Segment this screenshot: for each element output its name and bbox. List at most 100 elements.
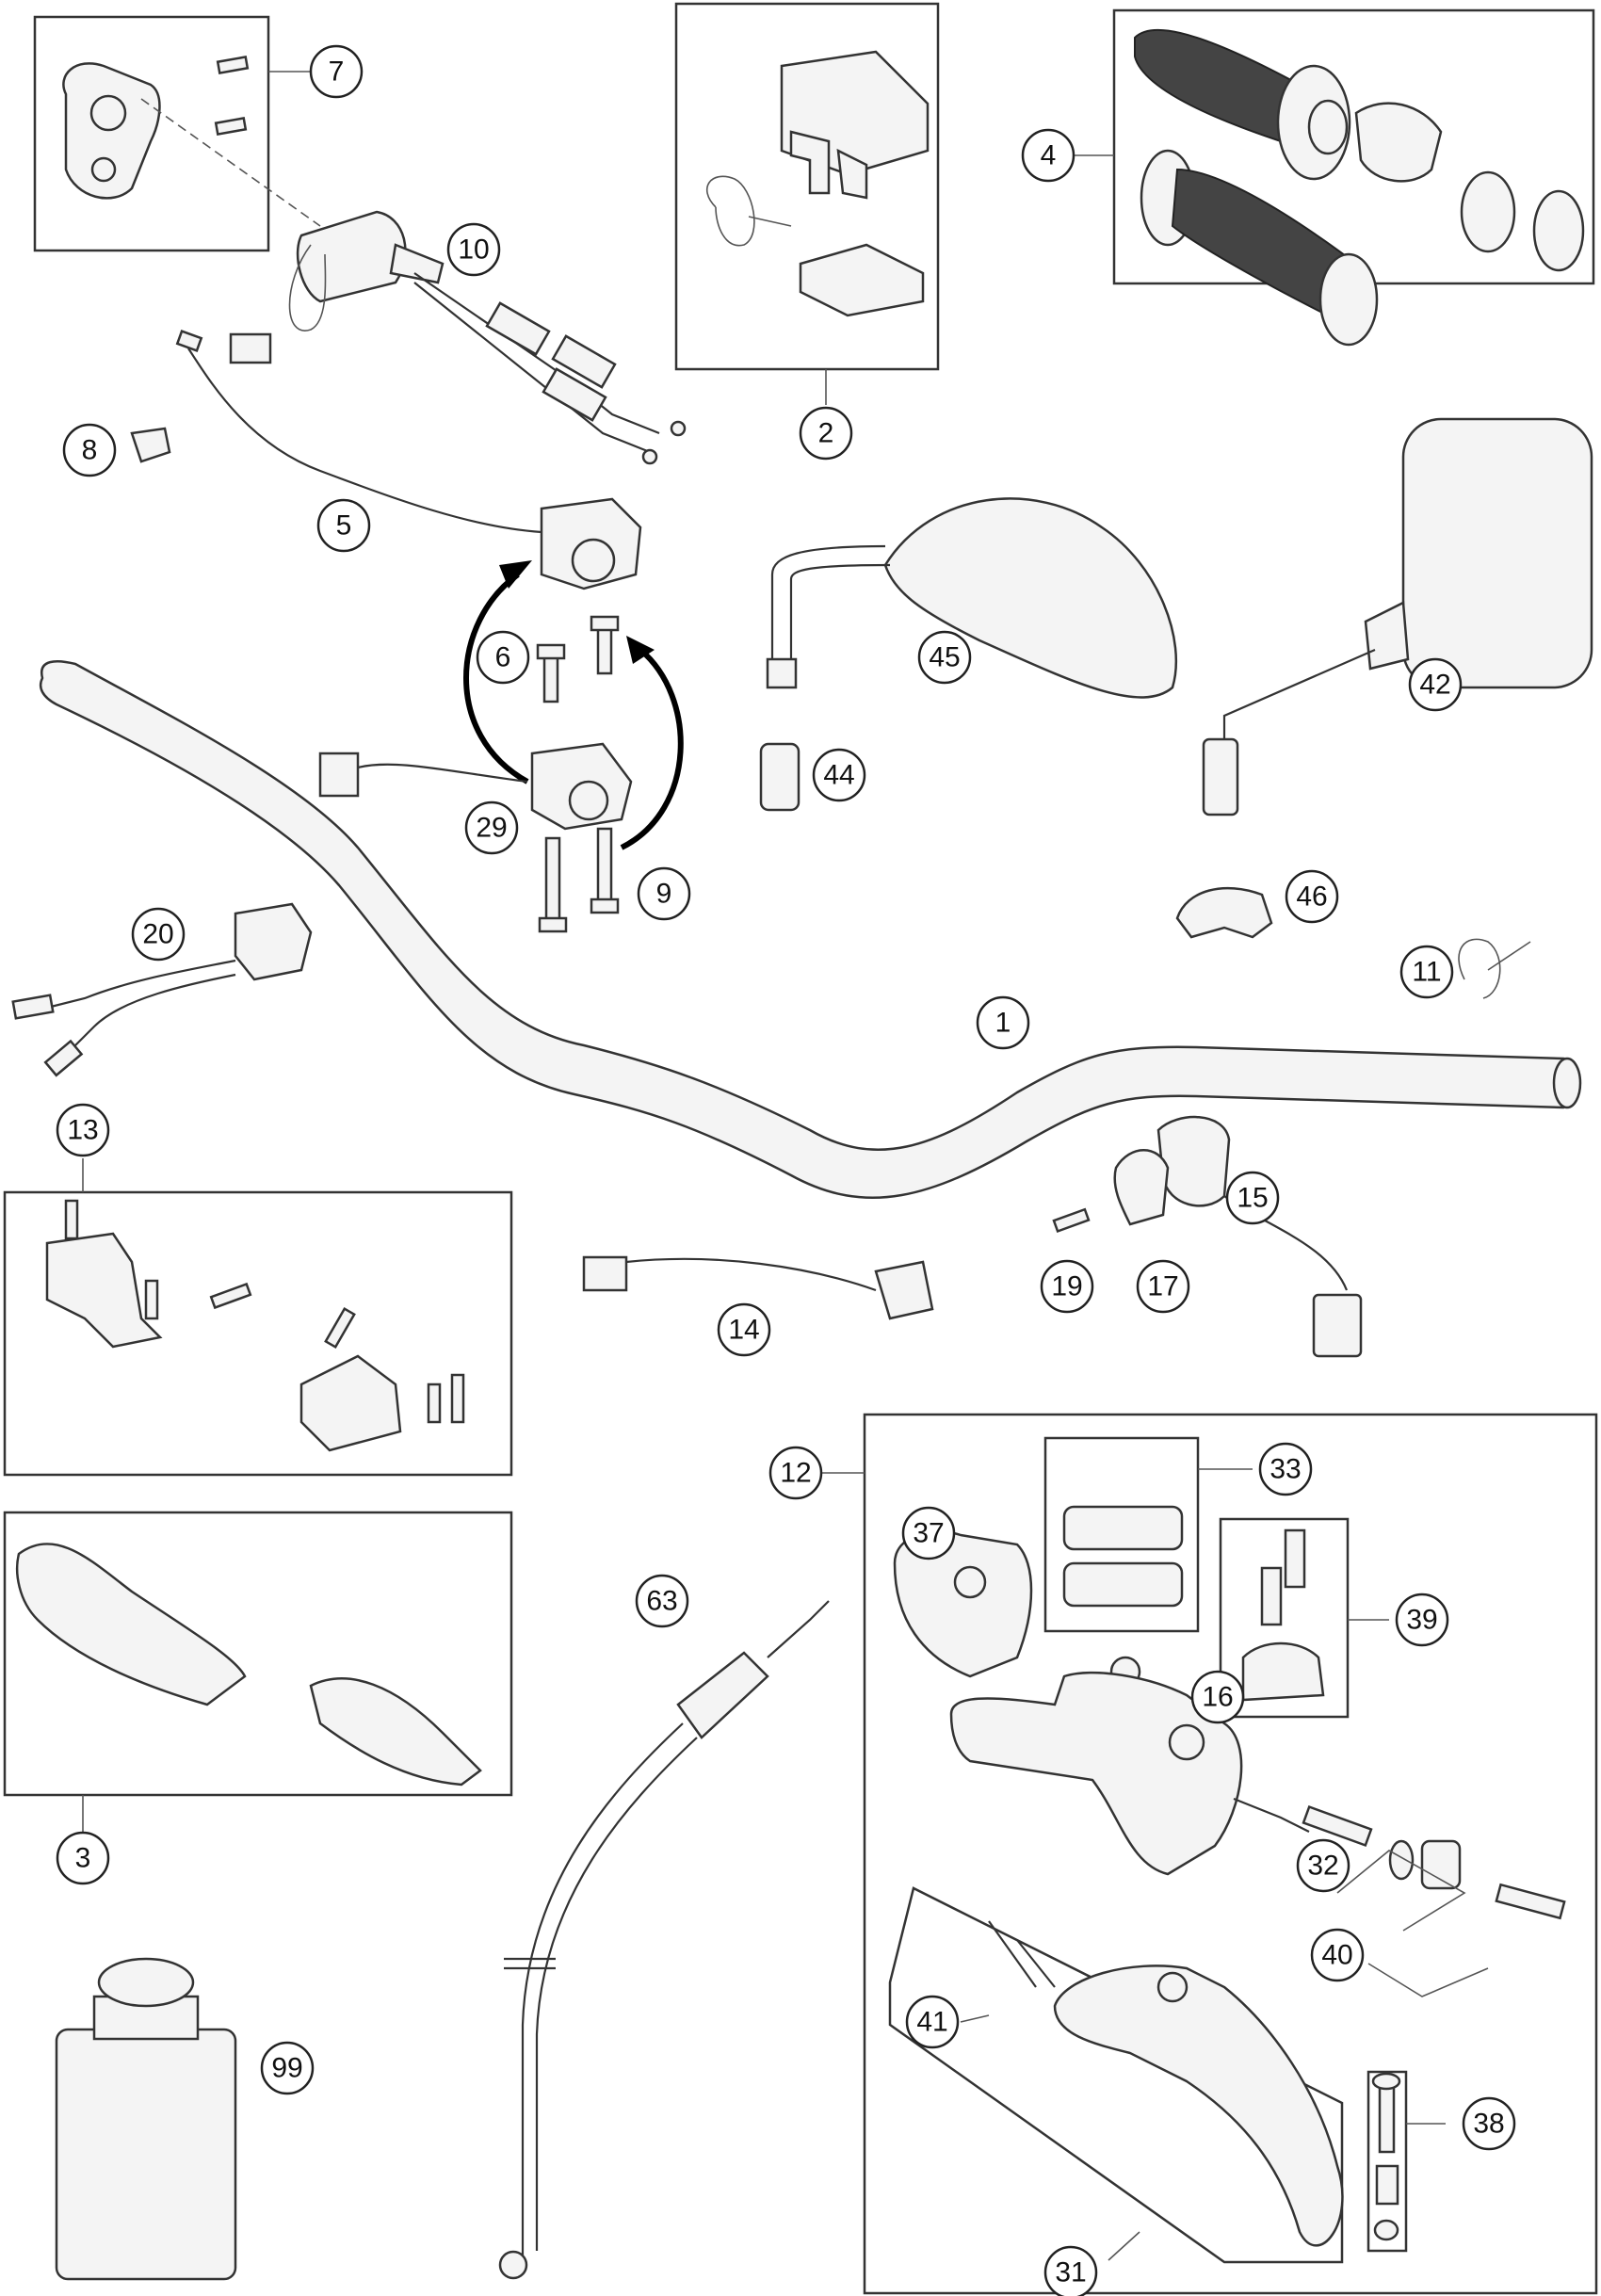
svg-text:4: 4: [1041, 140, 1057, 171]
svg-text:32: 32: [1307, 1851, 1338, 1882]
svg-text:7: 7: [329, 57, 345, 88]
leader-40: [1367, 1963, 1489, 1997]
callout-40: 40: [1310, 1928, 1365, 1982]
callout-7: 7: [309, 44, 364, 99]
screws-6: [536, 615, 620, 703]
svg-text:12: 12: [780, 1458, 811, 1489]
throttle-assembly-10: [288, 210, 687, 465]
svg-text:45: 45: [929, 642, 960, 673]
pivot-bolt-38: [1371, 2072, 1401, 2241]
mirror-45: [766, 497, 1177, 699]
group-frame-39: [1219, 1517, 1350, 1719]
svg-text:38: 38: [1473, 2109, 1504, 2140]
svg-text:29: 29: [476, 813, 507, 844]
group-frame-33: [1043, 1436, 1200, 1633]
mirror-adapter-44: [759, 742, 800, 812]
svg-text:15: 15: [1237, 1183, 1268, 1214]
svg-text:3: 3: [75, 1843, 91, 1874]
group-frame-38: [1367, 2070, 1408, 2253]
leader-41: [960, 2014, 990, 2023]
svg-text:63: 63: [646, 1586, 677, 1617]
group-frame-31: [888, 1886, 1344, 2264]
svg-text:46: 46: [1296, 881, 1327, 913]
callout-9: 9: [637, 866, 691, 921]
switch-29: [318, 742, 633, 831]
callout-16: 16: [1190, 1670, 1245, 1724]
sensor-20: [11, 902, 313, 1077]
svg-text:13: 13: [67, 1115, 98, 1146]
cable-tie-11: [1458, 938, 1531, 999]
svg-text:19: 19: [1051, 1271, 1082, 1302]
svg-text:99: 99: [271, 2053, 302, 2084]
svg-text:16: 16: [1202, 1682, 1233, 1713]
lever-31: [988, 1920, 1344, 2247]
callout-4: 4: [1021, 128, 1075, 183]
callout-46: 46: [1285, 869, 1339, 924]
callout-2: 2: [799, 406, 853, 461]
clip-8: [130, 427, 171, 463]
svg-text:31: 31: [1055, 2257, 1086, 2288]
switch-housings-13: [45, 1199, 465, 1452]
svg-text:40: 40: [1321, 1940, 1352, 1971]
callout-13: 13: [56, 1103, 110, 1157]
callout-44: 44: [812, 748, 866, 802]
callout-12: 12: [768, 1446, 823, 1500]
svg-text:2: 2: [818, 418, 834, 449]
svg-text:10: 10: [458, 234, 489, 266]
clamp-17: [1113, 1149, 1170, 1226]
callout-38: 38: [1462, 2096, 1516, 2151]
svg-text:8: 8: [82, 435, 98, 466]
svg-text:42: 42: [1419, 670, 1450, 701]
svg-text:33: 33: [1269, 1454, 1301, 1485]
callout-15: 15: [1225, 1171, 1280, 1225]
sensor-14: [582, 1255, 934, 1320]
callout-41: 41: [905, 1995, 960, 2049]
arrow-left-head: [499, 560, 532, 589]
leader-32: [1336, 1850, 1466, 1932]
svg-text:6: 6: [495, 642, 511, 673]
callout-33: 33: [1258, 1442, 1313, 1496]
callout-8: 8: [62, 423, 117, 477]
group-frame-3: [3, 1511, 513, 1797]
callout-1: 1: [976, 995, 1030, 1050]
group-frame-7: [33, 15, 270, 252]
callout-29: 29: [464, 800, 519, 855]
switch-5: [175, 330, 642, 590]
callout-99: 99: [260, 2041, 315, 2095]
group-frame-13: [3, 1190, 513, 1477]
callout-11: 11: [1399, 945, 1454, 999]
grips-set-4: [1134, 28, 1585, 347]
callout-45: 45: [917, 630, 972, 685]
group-frame-2: [674, 2, 940, 371]
master-cylinder-12: [893, 1505, 1566, 1920]
callout-37: 37: [901, 1506, 956, 1560]
svg-text:20: 20: [142, 919, 173, 950]
callout-19: 19: [1040, 1259, 1094, 1314]
hand-guards-3: [15, 1543, 482, 1787]
switch-cover-2: [705, 50, 930, 317]
arrow-right-head: [626, 636, 655, 664]
switch-housing-7: [62, 56, 321, 227]
svg-text:1: 1: [995, 1008, 1011, 1039]
clamp-46: [1175, 886, 1273, 939]
callout-17: 17: [1136, 1259, 1190, 1314]
callout-5: 5: [316, 498, 371, 553]
callout-39: 39: [1395, 1593, 1449, 1647]
brake-line-63: [498, 1600, 830, 2280]
svg-text:41: 41: [916, 2007, 947, 2038]
callout-6: 6: [476, 630, 530, 685]
callout-10: 10: [446, 222, 501, 277]
group-frame-12: [863, 1413, 1598, 2295]
callout-20: 20: [131, 907, 186, 962]
svg-text:44: 44: [823, 760, 854, 791]
brake-fluid-bottle-99: [55, 1957, 237, 2281]
arrow-left: [463, 572, 529, 784]
handlebar-end: [1552, 1057, 1582, 1109]
svg-text:37: 37: [913, 1518, 944, 1549]
callout-3: 3: [56, 1831, 110, 1885]
callout-63: 63: [635, 1574, 689, 1628]
clamp-15: [1156, 1115, 1363, 1358]
arrow-right: [620, 647, 684, 850]
screw-19: [1052, 1207, 1091, 1234]
